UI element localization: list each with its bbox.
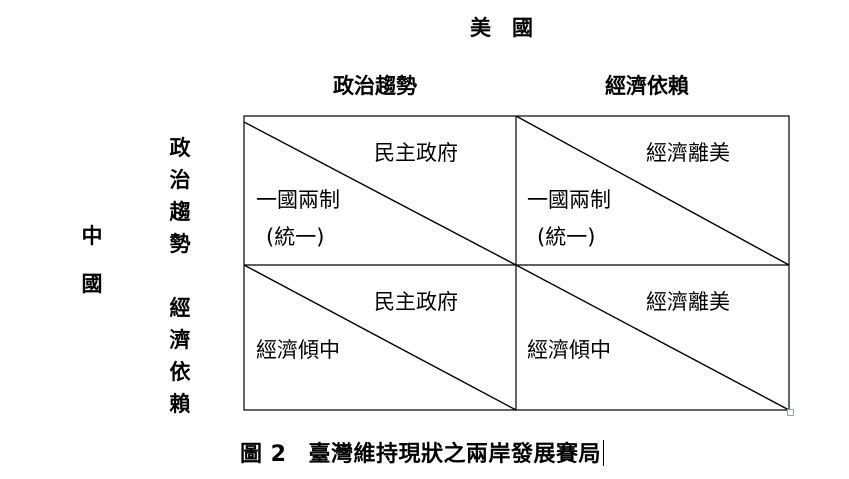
figure-caption-text: 臺灣維持現狀之兩岸發展賽局 bbox=[308, 442, 601, 467]
row-header-economic: 經濟依賴 bbox=[169, 296, 191, 416]
cell-diagonal-4 bbox=[515, 264, 790, 411]
cell-diagonal-2 bbox=[515, 115, 790, 266]
column-header-political: 政治趨勢 bbox=[333, 74, 417, 98]
cell-3-china-payoff: 經濟傾中 bbox=[256, 338, 340, 362]
cell-diagonal-1 bbox=[243, 121, 517, 266]
cell-3-us-payoff: 民主政府 bbox=[374, 290, 458, 314]
row-header-political: 政治趨勢 bbox=[169, 136, 191, 256]
left-player-label: 中國 bbox=[81, 224, 103, 296]
cell-1-us-payoff: 民主政府 bbox=[374, 141, 458, 165]
selection-resize-handle[interactable] bbox=[787, 409, 794, 416]
cell-1-china-payoff: 一國兩制 bbox=[256, 188, 340, 212]
cell-diagonal-3 bbox=[243, 264, 517, 411]
figure-caption-label: 圖 2 bbox=[240, 442, 287, 467]
cell-1-china-payoff-note: (統一) bbox=[266, 225, 325, 249]
cell-2-us-payoff: 經濟離美 bbox=[646, 141, 730, 165]
figure-caption: 圖 2 臺灣維持現狀之兩岸發展賽局 bbox=[240, 436, 604, 468]
column-header-economic: 經濟依賴 bbox=[605, 74, 689, 98]
cell-2-china-payoff-note: (統一) bbox=[537, 225, 596, 249]
top-player-label: 美 國 bbox=[470, 16, 533, 40]
cell-4-china-payoff: 經濟傾中 bbox=[527, 338, 611, 362]
text-cursor bbox=[602, 440, 604, 466]
cell-2-china-payoff: 一國兩制 bbox=[527, 188, 611, 212]
cell-4-us-payoff: 經濟離美 bbox=[646, 290, 730, 314]
